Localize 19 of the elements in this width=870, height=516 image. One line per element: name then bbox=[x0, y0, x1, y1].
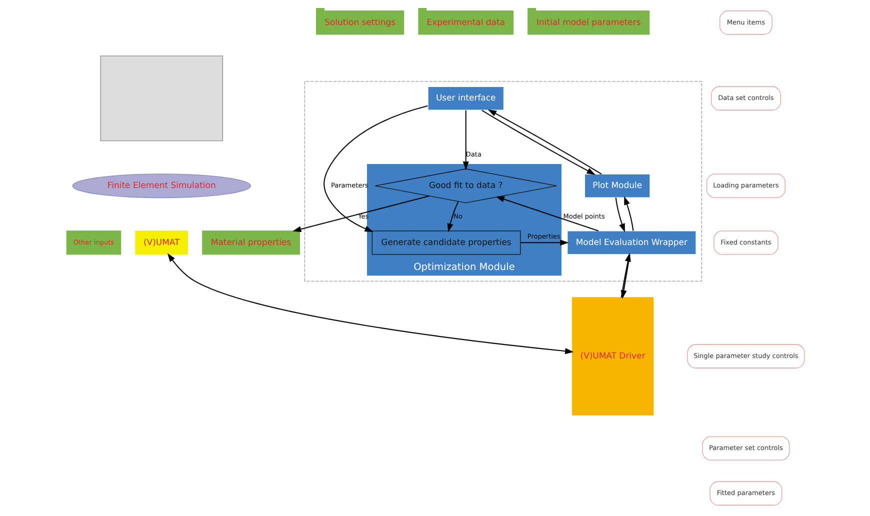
arrow bbox=[614, 198, 624, 232]
arrow bbox=[520, 240, 568, 246]
node-box: (V)UMAT bbox=[134, 230, 188, 255]
arrow bbox=[446, 201, 458, 232]
node-box: User interface bbox=[427, 86, 504, 110]
node-ellipse: Finite Element Simulation bbox=[72, 174, 251, 198]
arrow bbox=[462, 110, 468, 170]
arrow bbox=[323, 105, 428, 232]
arrow bbox=[495, 196, 598, 232]
node-box: Generate candidate properties bbox=[371, 230, 520, 255]
node-box: (V)UMAT Driver bbox=[571, 297, 654, 416]
node-box: Plot Module bbox=[584, 174, 650, 198]
node-box bbox=[100, 56, 222, 142]
node-box: Model Evaluation Wrapper bbox=[566, 230, 696, 255]
node-box: Material properties bbox=[202, 230, 300, 255]
arrow bbox=[166, 253, 574, 354]
arrow bbox=[624, 196, 634, 231]
arrow bbox=[292, 195, 429, 232]
cluster bbox=[304, 81, 702, 282]
